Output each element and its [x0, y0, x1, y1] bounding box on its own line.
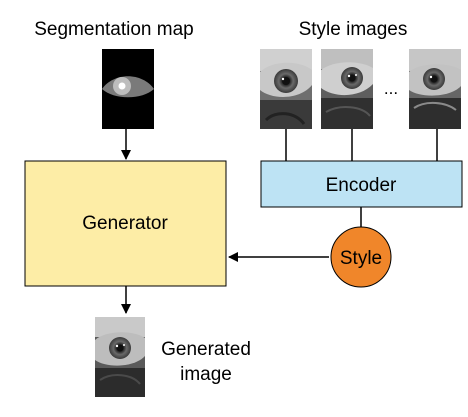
style-label: Style — [340, 248, 382, 269]
encoder-label: Encoder — [326, 175, 397, 196]
generated-image — [95, 317, 145, 397]
segmentation-map-title: Segmentation map — [34, 19, 194, 40]
generator-block: Generator — [24, 160, 227, 287]
style-image-2 — [321, 49, 373, 129]
style-images-ellipsis: ... — [384, 79, 398, 98]
style-image-3 — [409, 49, 461, 129]
style-node: Style — [330, 226, 392, 288]
generated-image-label-line2: image — [180, 364, 232, 385]
encoder-block: Encoder — [260, 160, 463, 208]
style-images-title: Style images — [299, 19, 408, 40]
segmentation-map-image — [102, 49, 154, 129]
generator-label: Generator — [82, 213, 168, 234]
generated-image-label-line1: Generated — [161, 339, 251, 360]
style-image-1 — [260, 49, 312, 129]
